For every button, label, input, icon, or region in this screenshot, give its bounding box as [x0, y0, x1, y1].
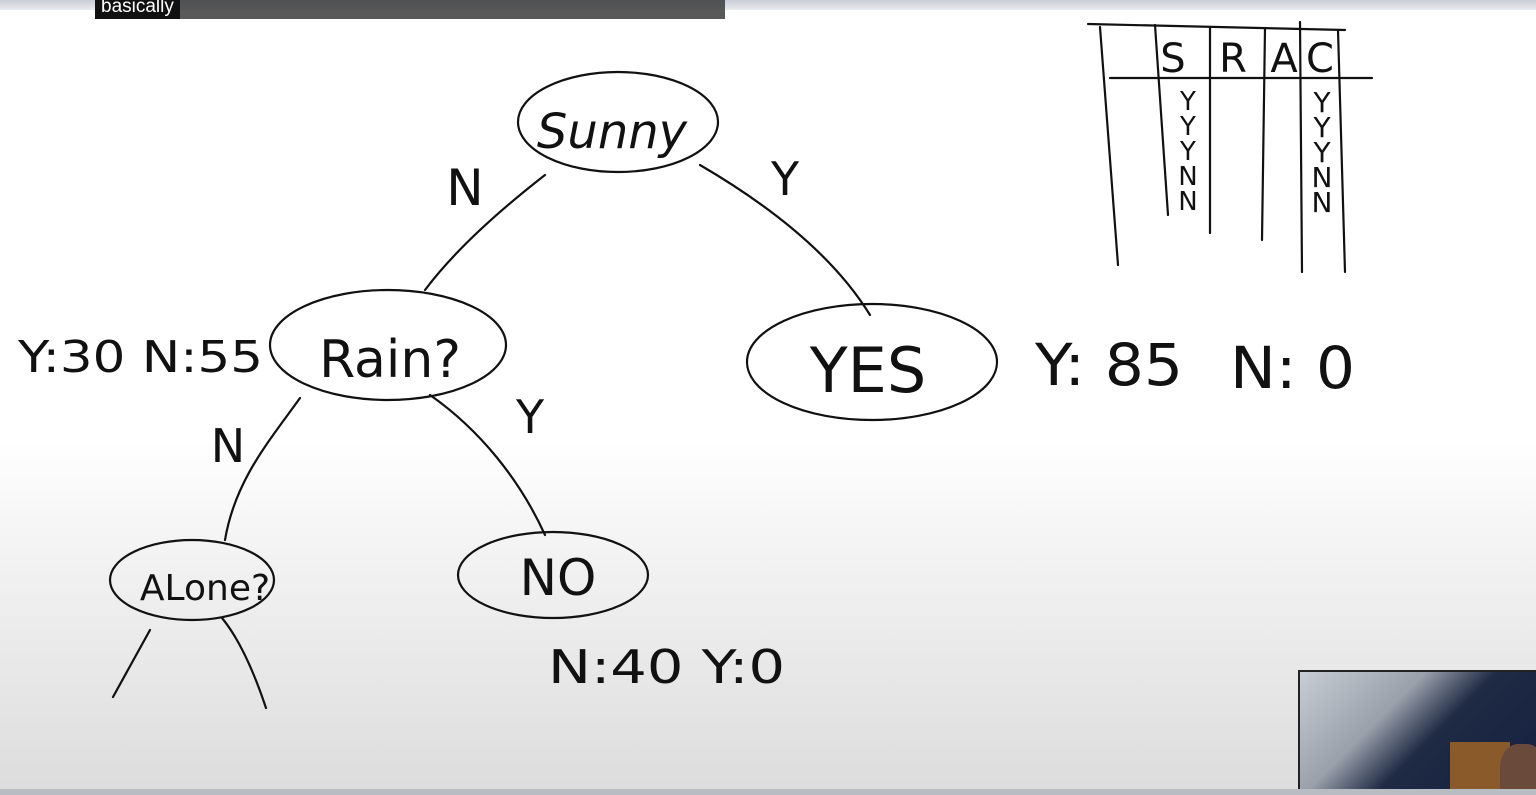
- node-sunny-label: Sunny: [537, 104, 688, 160]
- table-s-cell: Y: [1179, 137, 1196, 167]
- table-c-cell: N: [1312, 161, 1333, 194]
- edge-label-sunny-no: N: [446, 159, 483, 217]
- edge-alone-right-branch: [220, 616, 268, 710]
- yes-counts-n: N: 0: [1230, 334, 1355, 402]
- table-s-cell: Y: [1179, 87, 1196, 117]
- table-c-cell: Y: [1312, 111, 1331, 144]
- caption-text: basically: [95, 0, 180, 19]
- edge-sunny-yes: [698, 163, 872, 317]
- node-no-ellipse: [456, 530, 650, 620]
- table-col-line-4: [1298, 20, 1304, 274]
- edge-label-sunny-yes: Y: [770, 152, 800, 206]
- edge-rain-alone: [223, 396, 302, 542]
- edge-label-rain-no: N: [211, 419, 245, 473]
- table-col-line-0: [1098, 25, 1120, 267]
- table-header-a: A: [1270, 36, 1298, 82]
- webcam-presenter: [1500, 744, 1536, 795]
- node-yes-ellipse: [745, 302, 999, 422]
- edge-label-rain-yes: Y: [515, 390, 545, 444]
- node-yes-label: YES: [809, 334, 926, 407]
- caption-bar: [95, 0, 725, 19]
- table-col-line-1: [1153, 23, 1170, 217]
- table-top-line: [1086, 22, 1347, 32]
- player-bottom-bar: [0, 789, 1536, 795]
- edge-sunny-rain: [423, 173, 547, 292]
- table-header-r: R: [1219, 36, 1247, 82]
- node-rain-ellipse: [268, 288, 508, 402]
- table-col-line-5: [1336, 28, 1347, 274]
- edge-rain-no: [428, 393, 547, 537]
- yes-counts-y: Y: 85: [1034, 331, 1183, 399]
- node-sunny-ellipse: [516, 70, 720, 174]
- rain-counts: Y:30 N:55: [17, 332, 263, 383]
- data-table: [1086, 20, 1374, 274]
- node-no-label: NO: [520, 549, 597, 607]
- node-alone-label: ALone?: [140, 568, 270, 609]
- table-s-cell: N: [1178, 162, 1197, 192]
- webcam-overlay: [1298, 670, 1536, 795]
- table-c-cell: Y: [1312, 136, 1331, 169]
- window-top-border: [0, 0, 1536, 10]
- table-c-cell: Y: [1312, 86, 1331, 119]
- node-rain-label: Rain?: [319, 330, 461, 390]
- edge-alone-left-branch: [111, 628, 152, 699]
- node-alone-ellipse: [108, 538, 276, 622]
- table-s-cell: N: [1178, 187, 1197, 217]
- table-col-line-3: [1260, 26, 1267, 242]
- table-header-s: S: [1160, 36, 1185, 82]
- table-c-cell: N: [1312, 186, 1333, 219]
- table-header-c: C: [1306, 36, 1334, 82]
- no-counts: N:40 Y:0: [548, 640, 785, 694]
- table-s-cell: Y: [1179, 112, 1196, 142]
